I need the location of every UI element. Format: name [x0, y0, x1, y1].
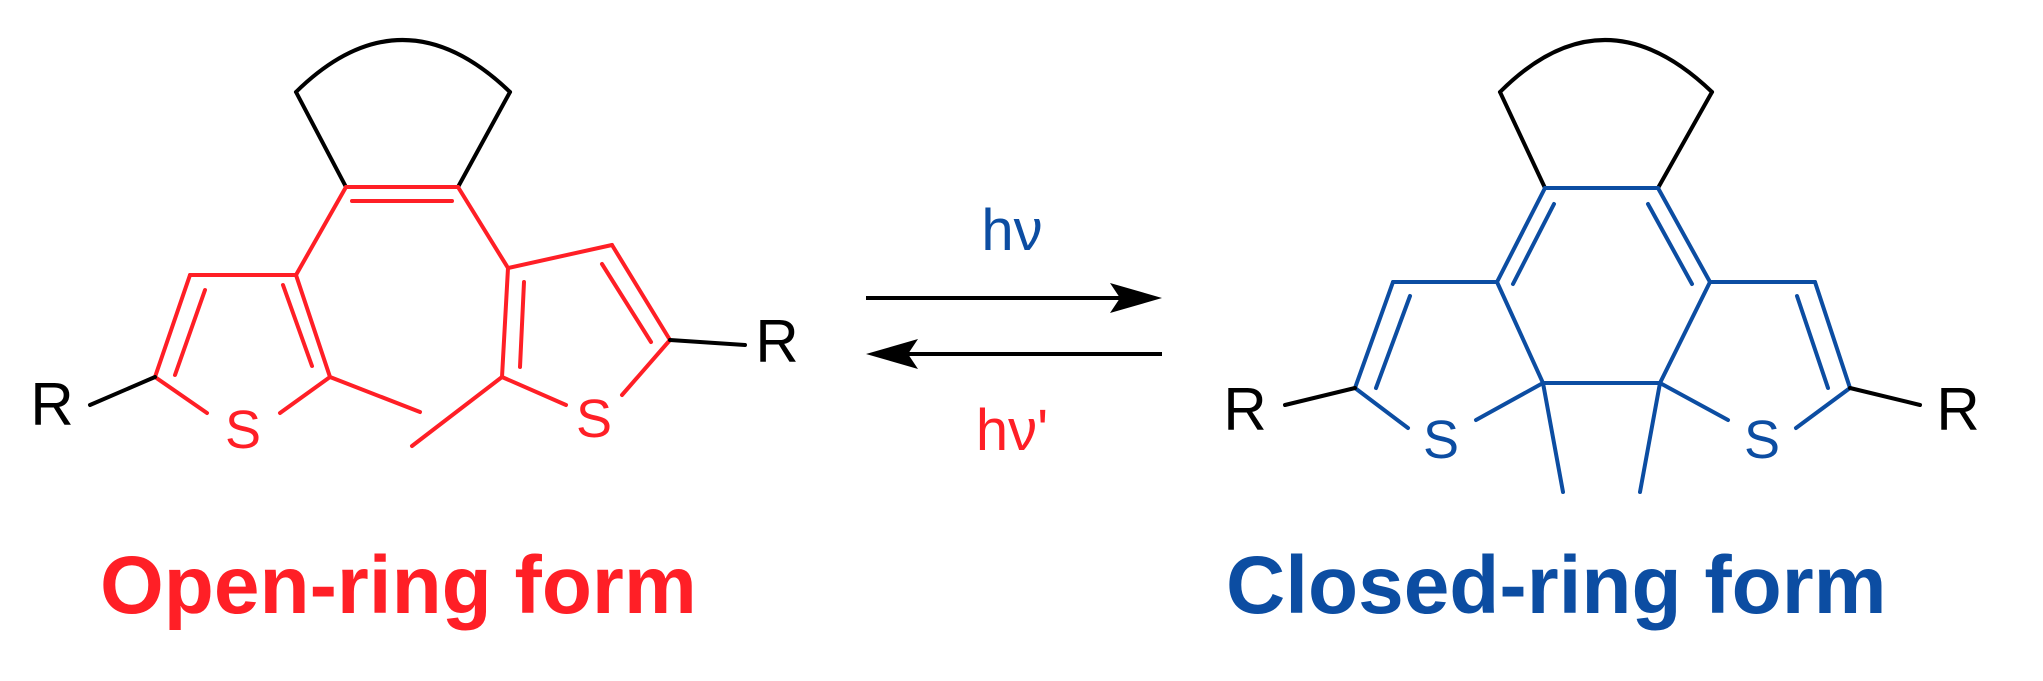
open-sulfur-left: S [225, 400, 261, 460]
forward-arrow [866, 283, 1162, 313]
open-ring-caption: Open-ring form [100, 540, 697, 631]
open-substituent-r-right: R [755, 308, 798, 375]
closed-substituent-r-right: R [1936, 376, 1979, 443]
closed-ring-caption: Closed-ring form [1226, 540, 1887, 631]
reverse-arrow [866, 339, 1162, 369]
closed-substituent-r-left: R [1223, 376, 1266, 443]
open-ring-molecule: S S R R [30, 38, 799, 460]
closed-sulfur-left: S [1423, 410, 1459, 470]
forward-light-label: hν [981, 198, 1042, 263]
equilibrium-arrows: hν hν' [866, 198, 1162, 463]
open-substituent-bonds [88, 338, 747, 407]
open-substituent-r-left: R [30, 371, 73, 438]
open-sulfur-right: S [576, 389, 612, 449]
closed-ring-molecule: S S R R [1223, 38, 1980, 494]
open-bridge-ring [294, 38, 512, 189]
closed-ring-skeleton [1353, 186, 1852, 494]
open-thiophene-skeleton [153, 185, 672, 448]
closed-substituent-bonds [1283, 386, 1922, 407]
closed-bridge-ring [1498, 38, 1714, 190]
reverse-light-label: hν' [976, 398, 1048, 463]
closed-sulfur-right: S [1744, 410, 1780, 470]
